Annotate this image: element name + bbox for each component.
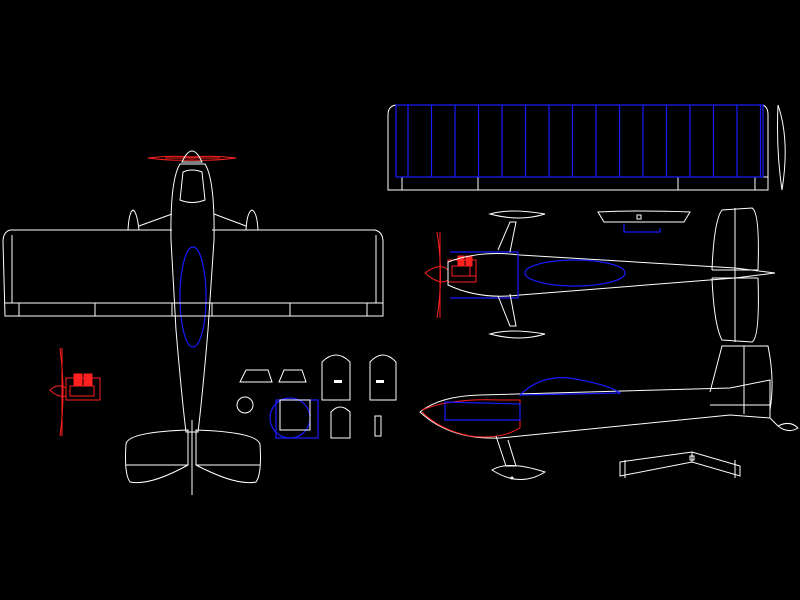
top-view-wing	[2, 229, 384, 317]
fuselage-side-view	[419, 345, 799, 480]
tail-template	[597, 210, 691, 233]
wing-airfoil-section	[777, 104, 786, 191]
engine-detail	[49, 347, 101, 437]
top-view-horizontal-tail	[125, 420, 261, 495]
top-view-wheel-pants	[127, 209, 259, 231]
fuselage-engine-red	[447, 255, 477, 283]
stabilizer-front-view	[619, 451, 741, 478]
top-view-propeller	[147, 155, 237, 161]
template-parts	[236, 354, 397, 439]
top-view-fuselage	[170, 163, 215, 433]
top-view-airplane	[2, 150, 384, 495]
top-view-spinner	[181, 150, 203, 163]
top-view-canopy	[179, 246, 207, 348]
wing-panel	[387, 104, 786, 191]
fuselage-top-view	[424, 207, 776, 343]
